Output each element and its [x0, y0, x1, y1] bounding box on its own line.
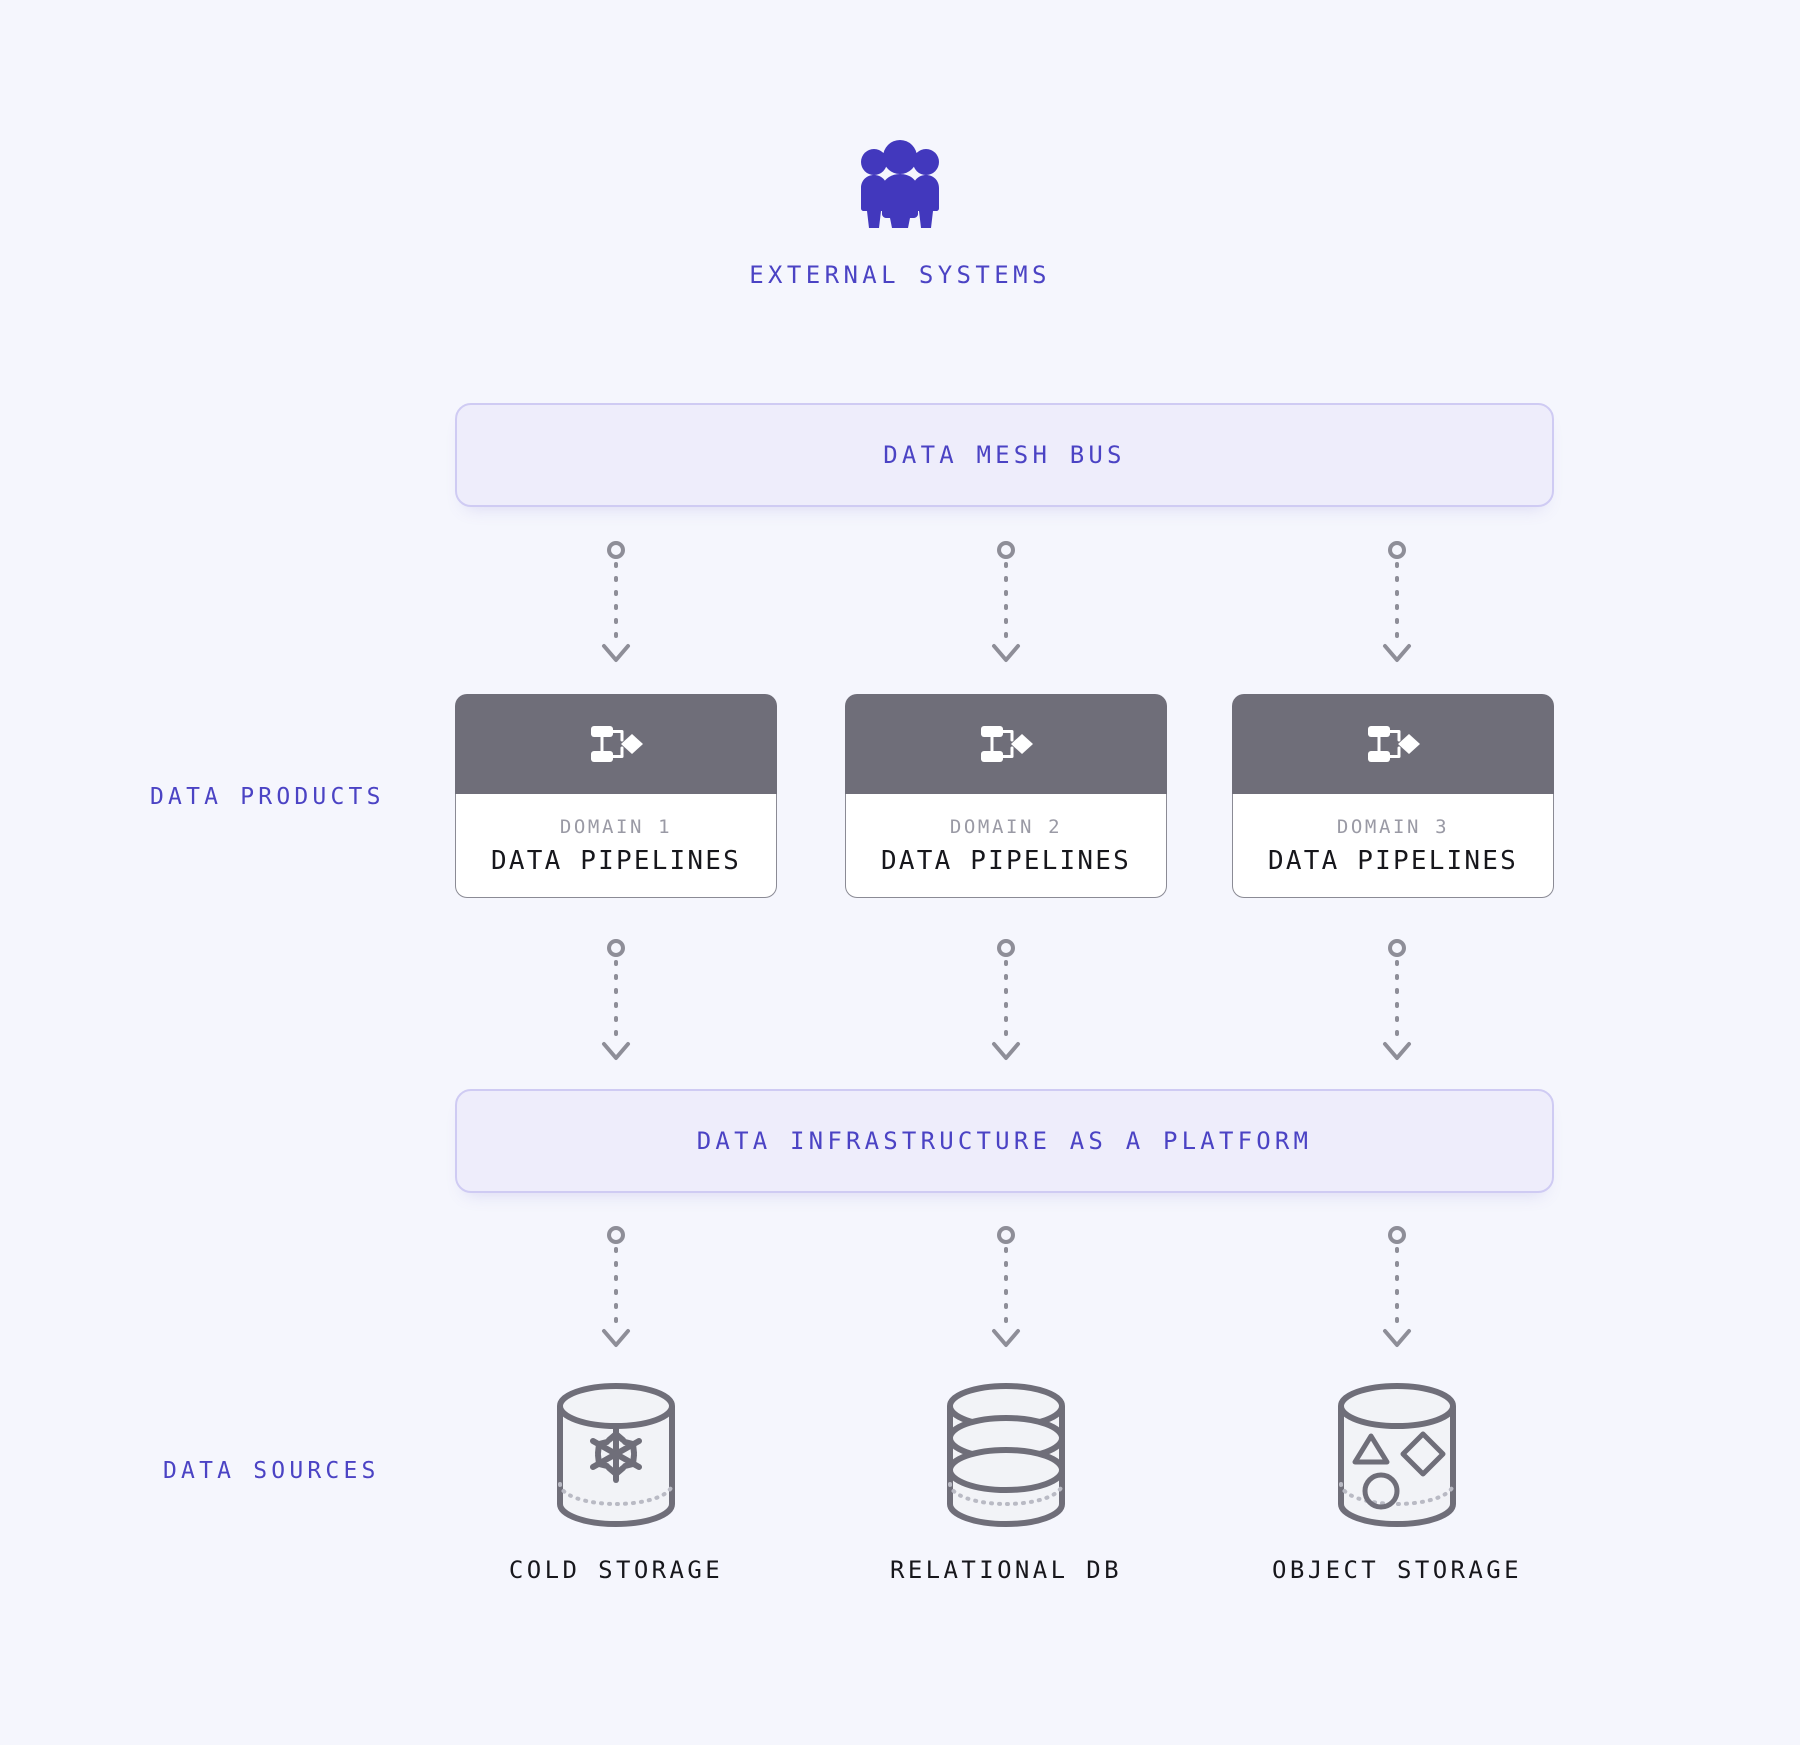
card-domain-label: DOMAIN 1 [559, 815, 673, 838]
pipeline-flow-icon [591, 726, 643, 762]
card-body: DOMAIN 1 DATA PIPELINES [455, 794, 777, 898]
stacked-disk-cylinder-icon [947, 1383, 1065, 1527]
shapes-cylinder-icon [1338, 1383, 1456, 1527]
row-label-data-products: DATA PRODUCTS [150, 784, 385, 810]
card-header [455, 694, 777, 794]
data-product-card-domain-2[interactable]: DOMAIN 2 DATA PIPELINES [845, 694, 1167, 898]
connector-platform-to-cold-storage [602, 1226, 630, 1347]
connector-bus-to-domain-3 [1383, 541, 1411, 662]
connector-bus-to-domain-1 [602, 541, 630, 662]
connector-domain-1-to-platform [602, 939, 630, 1060]
data-source-object-storage[interactable]: OBJECT STORAGE [1267, 1380, 1527, 1584]
data-product-card-domain-1[interactable]: DOMAIN 1 DATA PIPELINES [455, 694, 777, 898]
snowflake-cylinder-icon [557, 1383, 675, 1527]
card-domain-label: DOMAIN 3 [1336, 815, 1450, 838]
connector-domain-2-to-platform [992, 939, 1020, 1060]
connector-bus-to-domain-2 [992, 541, 1020, 662]
data-source-cold-storage[interactable]: COLD STORAGE [486, 1380, 746, 1584]
pipeline-flow-icon [1368, 726, 1420, 762]
connector-platform-to-relational-db [992, 1226, 1020, 1347]
data-mesh-bus-label: DATA MESH BUS [883, 441, 1126, 469]
data-source-label: OBJECT STORAGE [1272, 1556, 1522, 1584]
card-body: DOMAIN 3 DATA PIPELINES [1232, 794, 1554, 898]
data-source-label: RELATIONAL DB [889, 1556, 1123, 1584]
card-domain-label: DOMAIN 2 [949, 815, 1063, 838]
card-body: DOMAIN 2 DATA PIPELINES [845, 794, 1167, 898]
people-group-icon [861, 140, 939, 228]
data-infrastructure-platform-bar[interactable]: DATA INFRASTRUCTURE AS A PLATFORM [455, 1089, 1554, 1193]
external-systems-label: EXTERNAL SYSTEMS [749, 261, 1051, 289]
card-header [1232, 694, 1554, 794]
data-mesh-bus-bar[interactable]: DATA MESH BUS [455, 403, 1554, 507]
data-source-relational-db[interactable]: RELATIONAL DB [876, 1380, 1136, 1584]
connector-domain-3-to-platform [1383, 939, 1411, 1060]
connector-platform-to-object-storage [1383, 1226, 1411, 1347]
card-title-label: DATA PIPELINES [881, 845, 1131, 876]
data-source-label: COLD STORAGE [508, 1556, 724, 1584]
row-label-data-sources: DATA SOURCES [163, 1458, 380, 1484]
data-product-card-domain-3[interactable]: DOMAIN 3 DATA PIPELINES [1232, 694, 1554, 898]
card-header [845, 694, 1167, 794]
external-systems-node: EXTERNAL SYSTEMS [0, 140, 1800, 289]
data-infrastructure-platform-label: DATA INFRASTRUCTURE AS A PLATFORM [696, 1127, 1313, 1155]
pipeline-flow-icon [981, 726, 1033, 762]
card-title-label: DATA PIPELINES [491, 845, 741, 876]
card-title-label: DATA PIPELINES [1268, 845, 1518, 876]
